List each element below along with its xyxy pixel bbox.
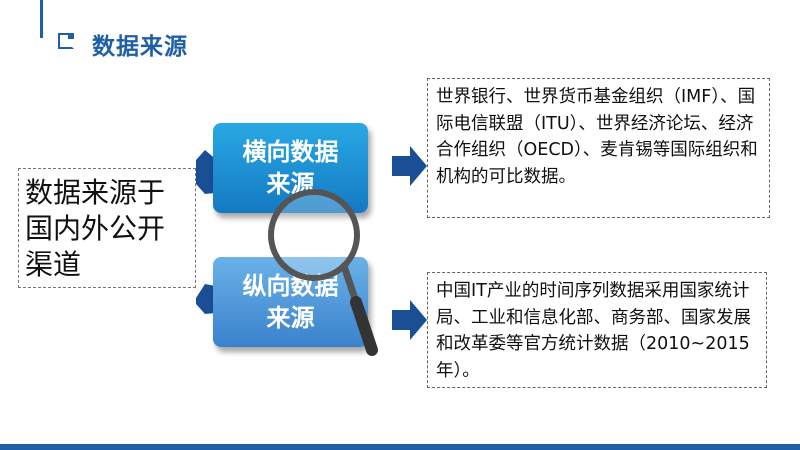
page-title: 数据来源 [92, 34, 188, 60]
arrow-icon [392, 146, 427, 186]
bottom-accent-bar [0, 444, 800, 450]
source-line-1: 数据来源于 [25, 176, 166, 209]
source-box: 数据来源于 国内外公开 渠道 [18, 168, 196, 288]
source-line-2: 国内外公开 [25, 212, 166, 245]
horizontal-info-box: 世界银行、世界货币基金组织（IMF）、国际电信联盟（ITU）、世界经济论坛、经济… [427, 78, 770, 218]
vertical-tile-line-2: 来源 [266, 304, 315, 332]
arrow-icon [392, 300, 427, 340]
magnifier-icon [268, 189, 378, 356]
horizontal-tile-line-1: 横向数据 [242, 138, 339, 166]
title-square-icon [58, 33, 74, 49]
vertical-info-box: 中国IT产业的时间序列数据采用国家统计局、工业和信息化部、商务部、国家发展和改革… [427, 272, 767, 388]
title-accent-bar [40, 0, 43, 38]
source-line-3: 渠道 [25, 248, 82, 281]
